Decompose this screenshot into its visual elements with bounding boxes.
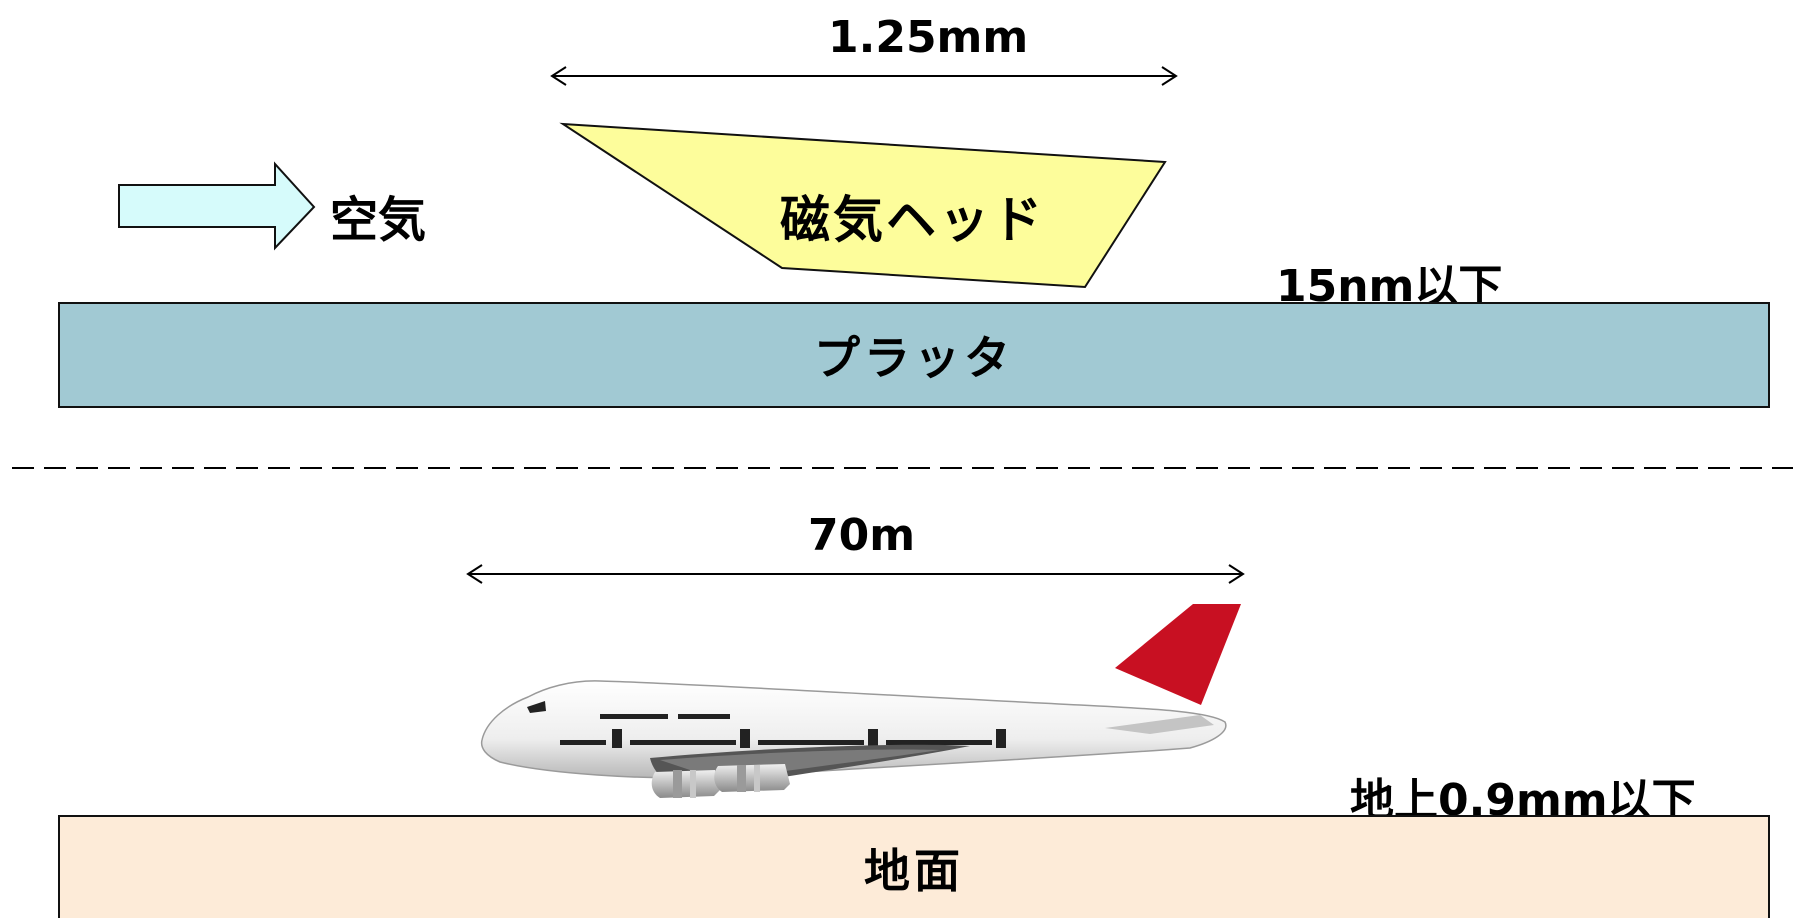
head-width-dimension-arrow [550,66,1178,86]
plane-length-label: 70m [808,510,916,561]
air-flow-arrow [118,161,316,251]
platter-label: プラッタ [814,331,1014,385]
head-width-label: 1.25mm [828,12,1029,63]
magnetic-head-shape [559,122,1167,289]
plane-length-dimension-arrow [466,564,1245,584]
air-label: 空気 [330,192,427,248]
magnetic-head-label: 磁気ヘッド [780,191,1045,249]
airplane-illustration [480,604,1241,798]
platter-bar: プラッタ [58,302,1770,408]
tail-fin [1115,604,1241,705]
ground-label: 地面 [864,843,964,898]
ground-bar: 地面 [58,815,1770,918]
